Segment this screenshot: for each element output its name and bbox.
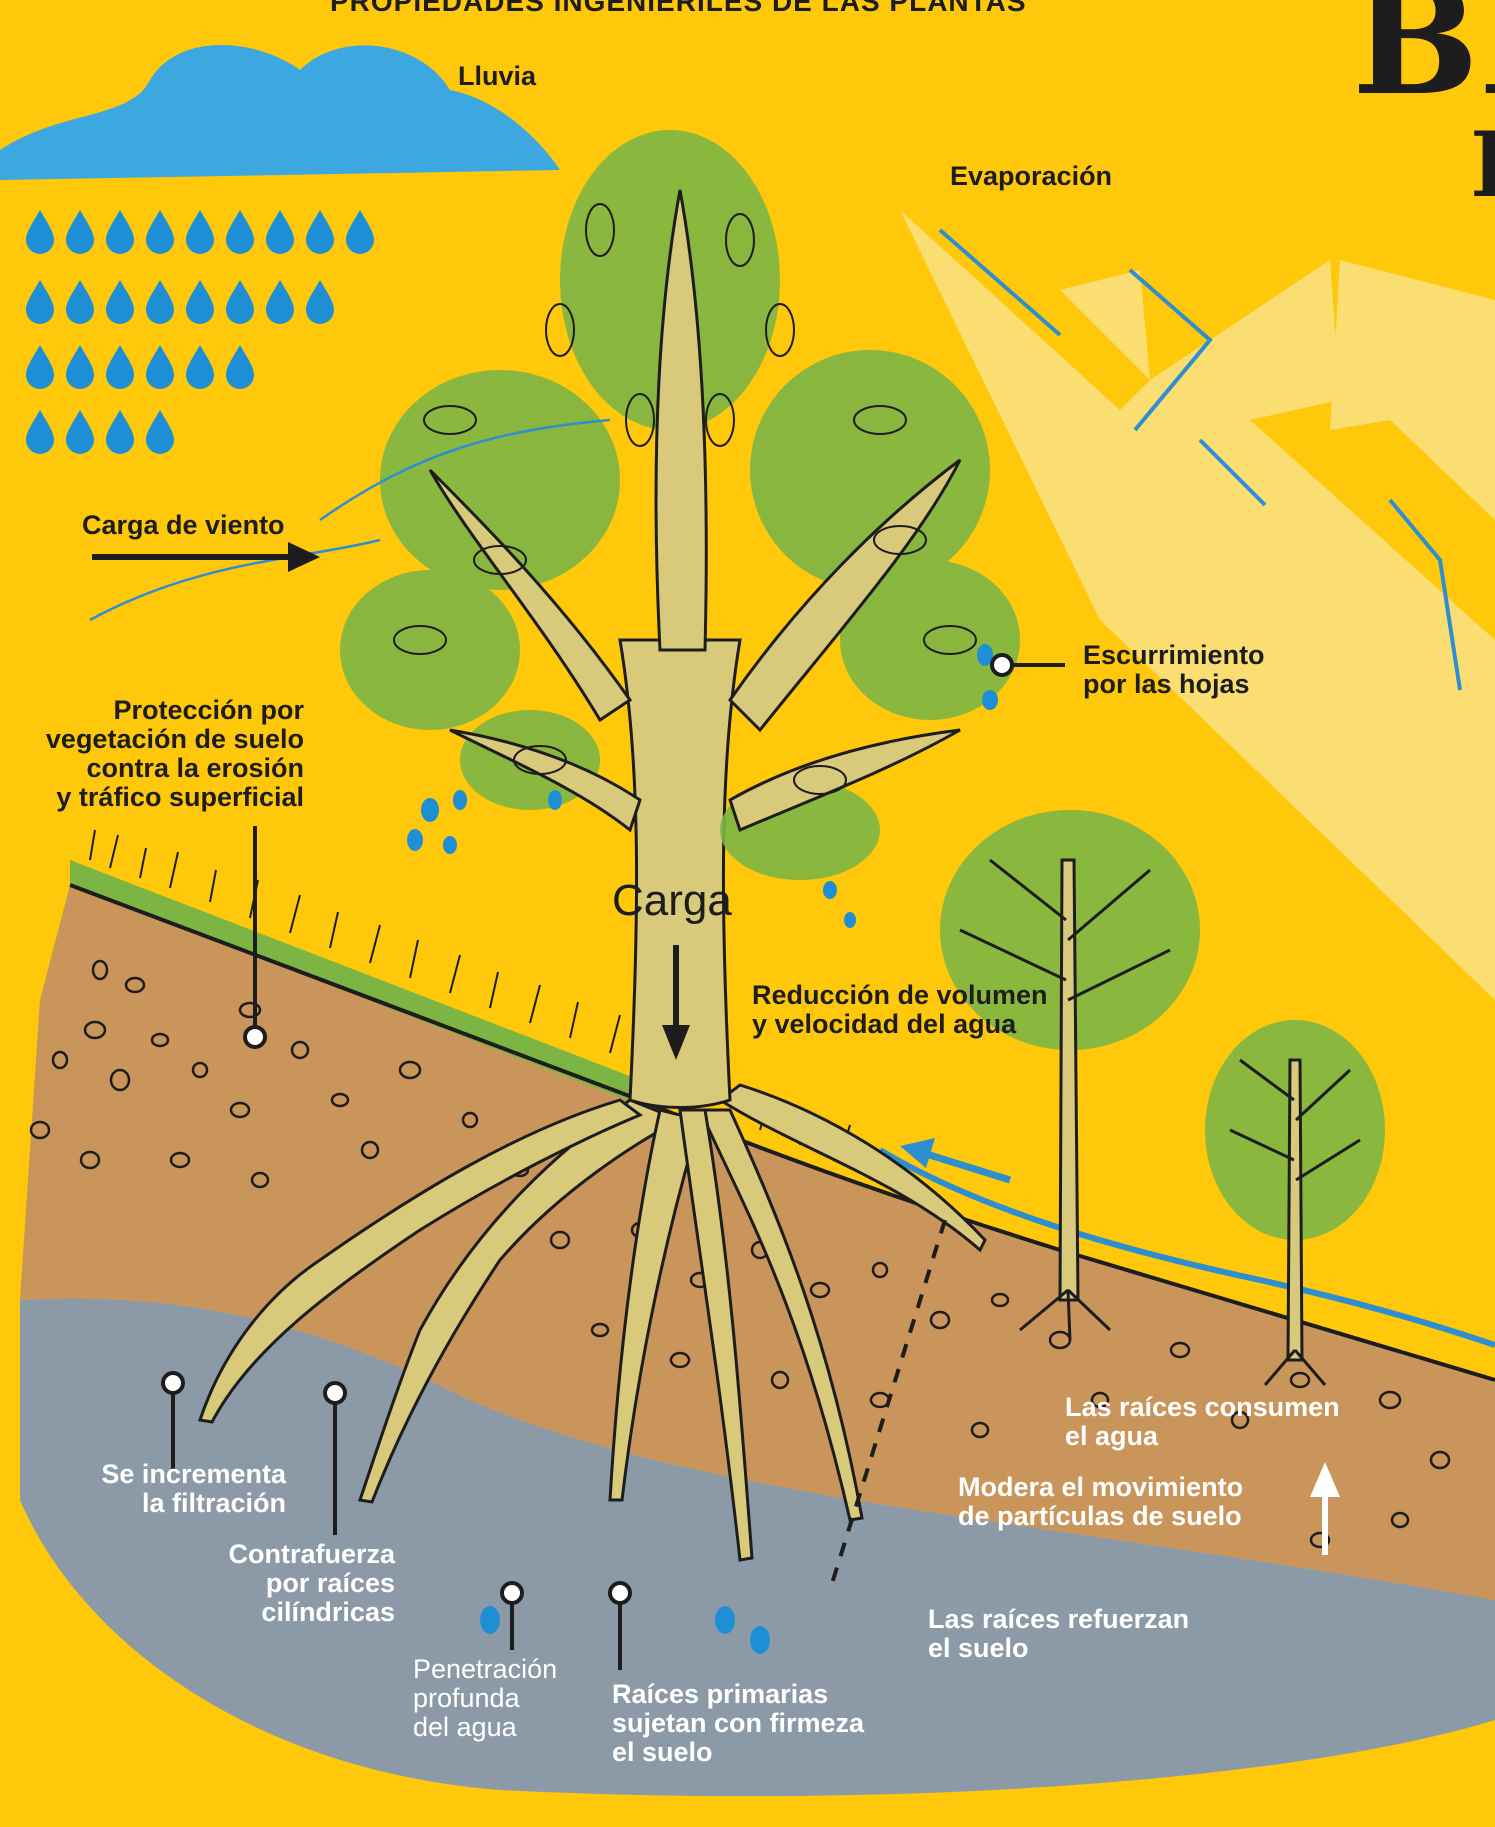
wind-arrow [92,542,320,572]
rain-drops [26,210,374,454]
label-raices-consumen: Las raíces consumen el agua [1065,1393,1340,1451]
label-lluvia: Lluvia [458,62,536,91]
label-raices-refuerzan: Las raíces refuerzan el suelo [928,1605,1189,1663]
label-reduccion-volumen: Reducción de volumen y velocidad del agu… [752,981,1048,1039]
label-modera-movimiento: Modera el movimiento de partículas de su… [958,1473,1243,1531]
label-proteccion-erosion: Protección por vegetación de suelo contr… [6,696,304,812]
label-evaporacion: Evaporación [950,162,1112,191]
label-contrafuerza: Contrafuerza por raíces cilíndricas [150,1540,395,1627]
masthead-line2-partial: I [1470,120,1495,210]
label-escurrimiento: Escurrimiento por las hojas [1083,641,1265,699]
label-filtracion: Se incrementa la filtración [20,1460,286,1518]
label-penetracion: Penetración profunda del agua [413,1655,557,1742]
label-carga-de-viento: Carga de viento [82,511,285,540]
label-carga: Carga [612,878,732,924]
masthead-partial: BI [1352,0,1495,116]
page-title-partial: PROPIEDADES INGENIERILES DE LAS PLANTAS [330,0,1027,18]
label-raices-primarias: Raíces primarias sujetan con firmeza el … [612,1680,864,1767]
